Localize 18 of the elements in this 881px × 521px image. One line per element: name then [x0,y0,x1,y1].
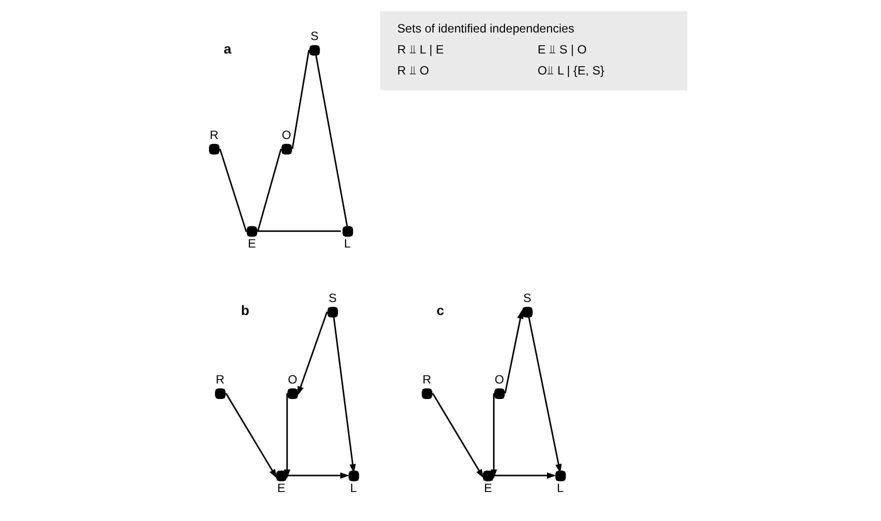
label: c [436,303,444,318]
node-label: O [287,372,297,386]
node-label: E [247,236,256,251]
node-label: R [215,372,224,386]
node-label: L [344,236,350,251]
node-label: S [310,29,318,44]
node-label: L [350,480,356,495]
node-label: L [556,480,564,495]
label: b [240,303,249,318]
node-label: O [494,372,504,386]
node-label: O [281,128,291,142]
node-label: E [276,480,285,495]
node-label: S [328,290,336,305]
node-label: S [522,290,531,305]
label: a [223,41,231,56]
node-label: E [484,480,492,495]
node-label: R [209,128,218,142]
node-label: R [422,372,431,386]
